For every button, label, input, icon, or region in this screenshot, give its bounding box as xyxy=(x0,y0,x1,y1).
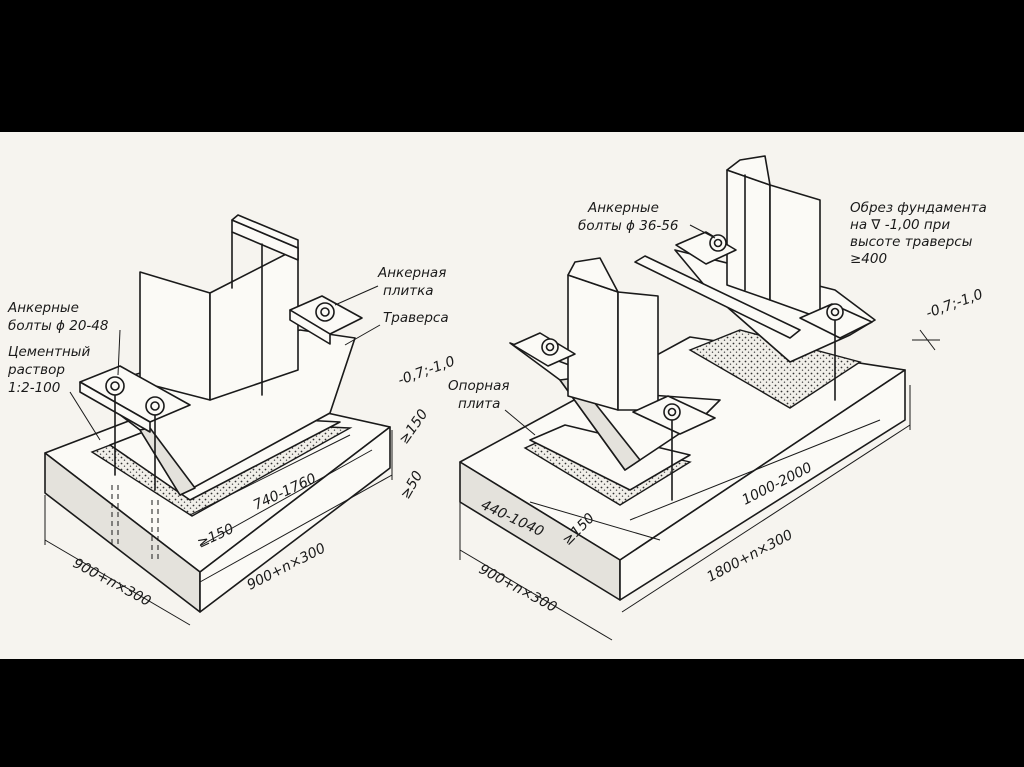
right-column-back xyxy=(726,169,771,301)
middle-labels: -0,7;-1,0 ≥150 ≥50 xyxy=(396,353,457,502)
left-anchor-plate-label-2: плитка xyxy=(383,283,434,299)
leader-lines xyxy=(69,224,716,441)
middle-dim-50: ≥50 xyxy=(398,468,427,502)
right-foundation-cut-label-3: высоте траверсы xyxy=(850,234,973,250)
right-foundation-cut-label-1: Обрез фундамента xyxy=(850,200,987,216)
right-foundation xyxy=(459,155,940,641)
right-foundation-cut-label-4: ≥400 xyxy=(850,251,887,267)
right-anchor-bolts-label-1: Анкерные xyxy=(587,200,659,216)
right-tie-bar xyxy=(634,255,801,339)
right-level-label: -0,7;-1,0 xyxy=(924,286,985,321)
left-grout-label-1: Цементный xyxy=(8,344,90,360)
left-traverse-label: Траверса xyxy=(383,310,449,326)
right-base-plate-label-1: Опорная xyxy=(448,378,510,394)
left-anchor-bolts-label-1: Анкерные xyxy=(7,300,79,316)
right-column-front xyxy=(567,274,619,411)
left-foundation xyxy=(44,214,393,626)
left-column xyxy=(139,271,211,401)
right-base-plate-label-2: плита xyxy=(458,396,500,412)
left-grout-label-3: 1:2-100 xyxy=(8,380,60,396)
column-base-drawing: Анкерные болты ϕ 20-48 Цементный раствор… xyxy=(7,155,987,641)
drawing-sheet: Анкерные болты ϕ 20-48 Цементный раствор… xyxy=(0,132,1024,659)
right-grout-bed-back xyxy=(688,329,862,409)
middle-dim-150: ≥150 xyxy=(396,407,431,448)
right-anchor-bolts-label-2: болты ϕ 36-56 xyxy=(578,218,678,234)
right-foundation-cut-label-2: на ∇ -1,00 при xyxy=(850,217,950,233)
left-anchor-plate-label-1: Анкерная xyxy=(377,265,446,281)
left-grout-label-2: раствор xyxy=(7,362,65,378)
right-dim-base-width: 900+n×300 xyxy=(476,561,559,615)
left-anchor-bolts-label-2: болты ϕ 20-48 xyxy=(8,318,108,334)
